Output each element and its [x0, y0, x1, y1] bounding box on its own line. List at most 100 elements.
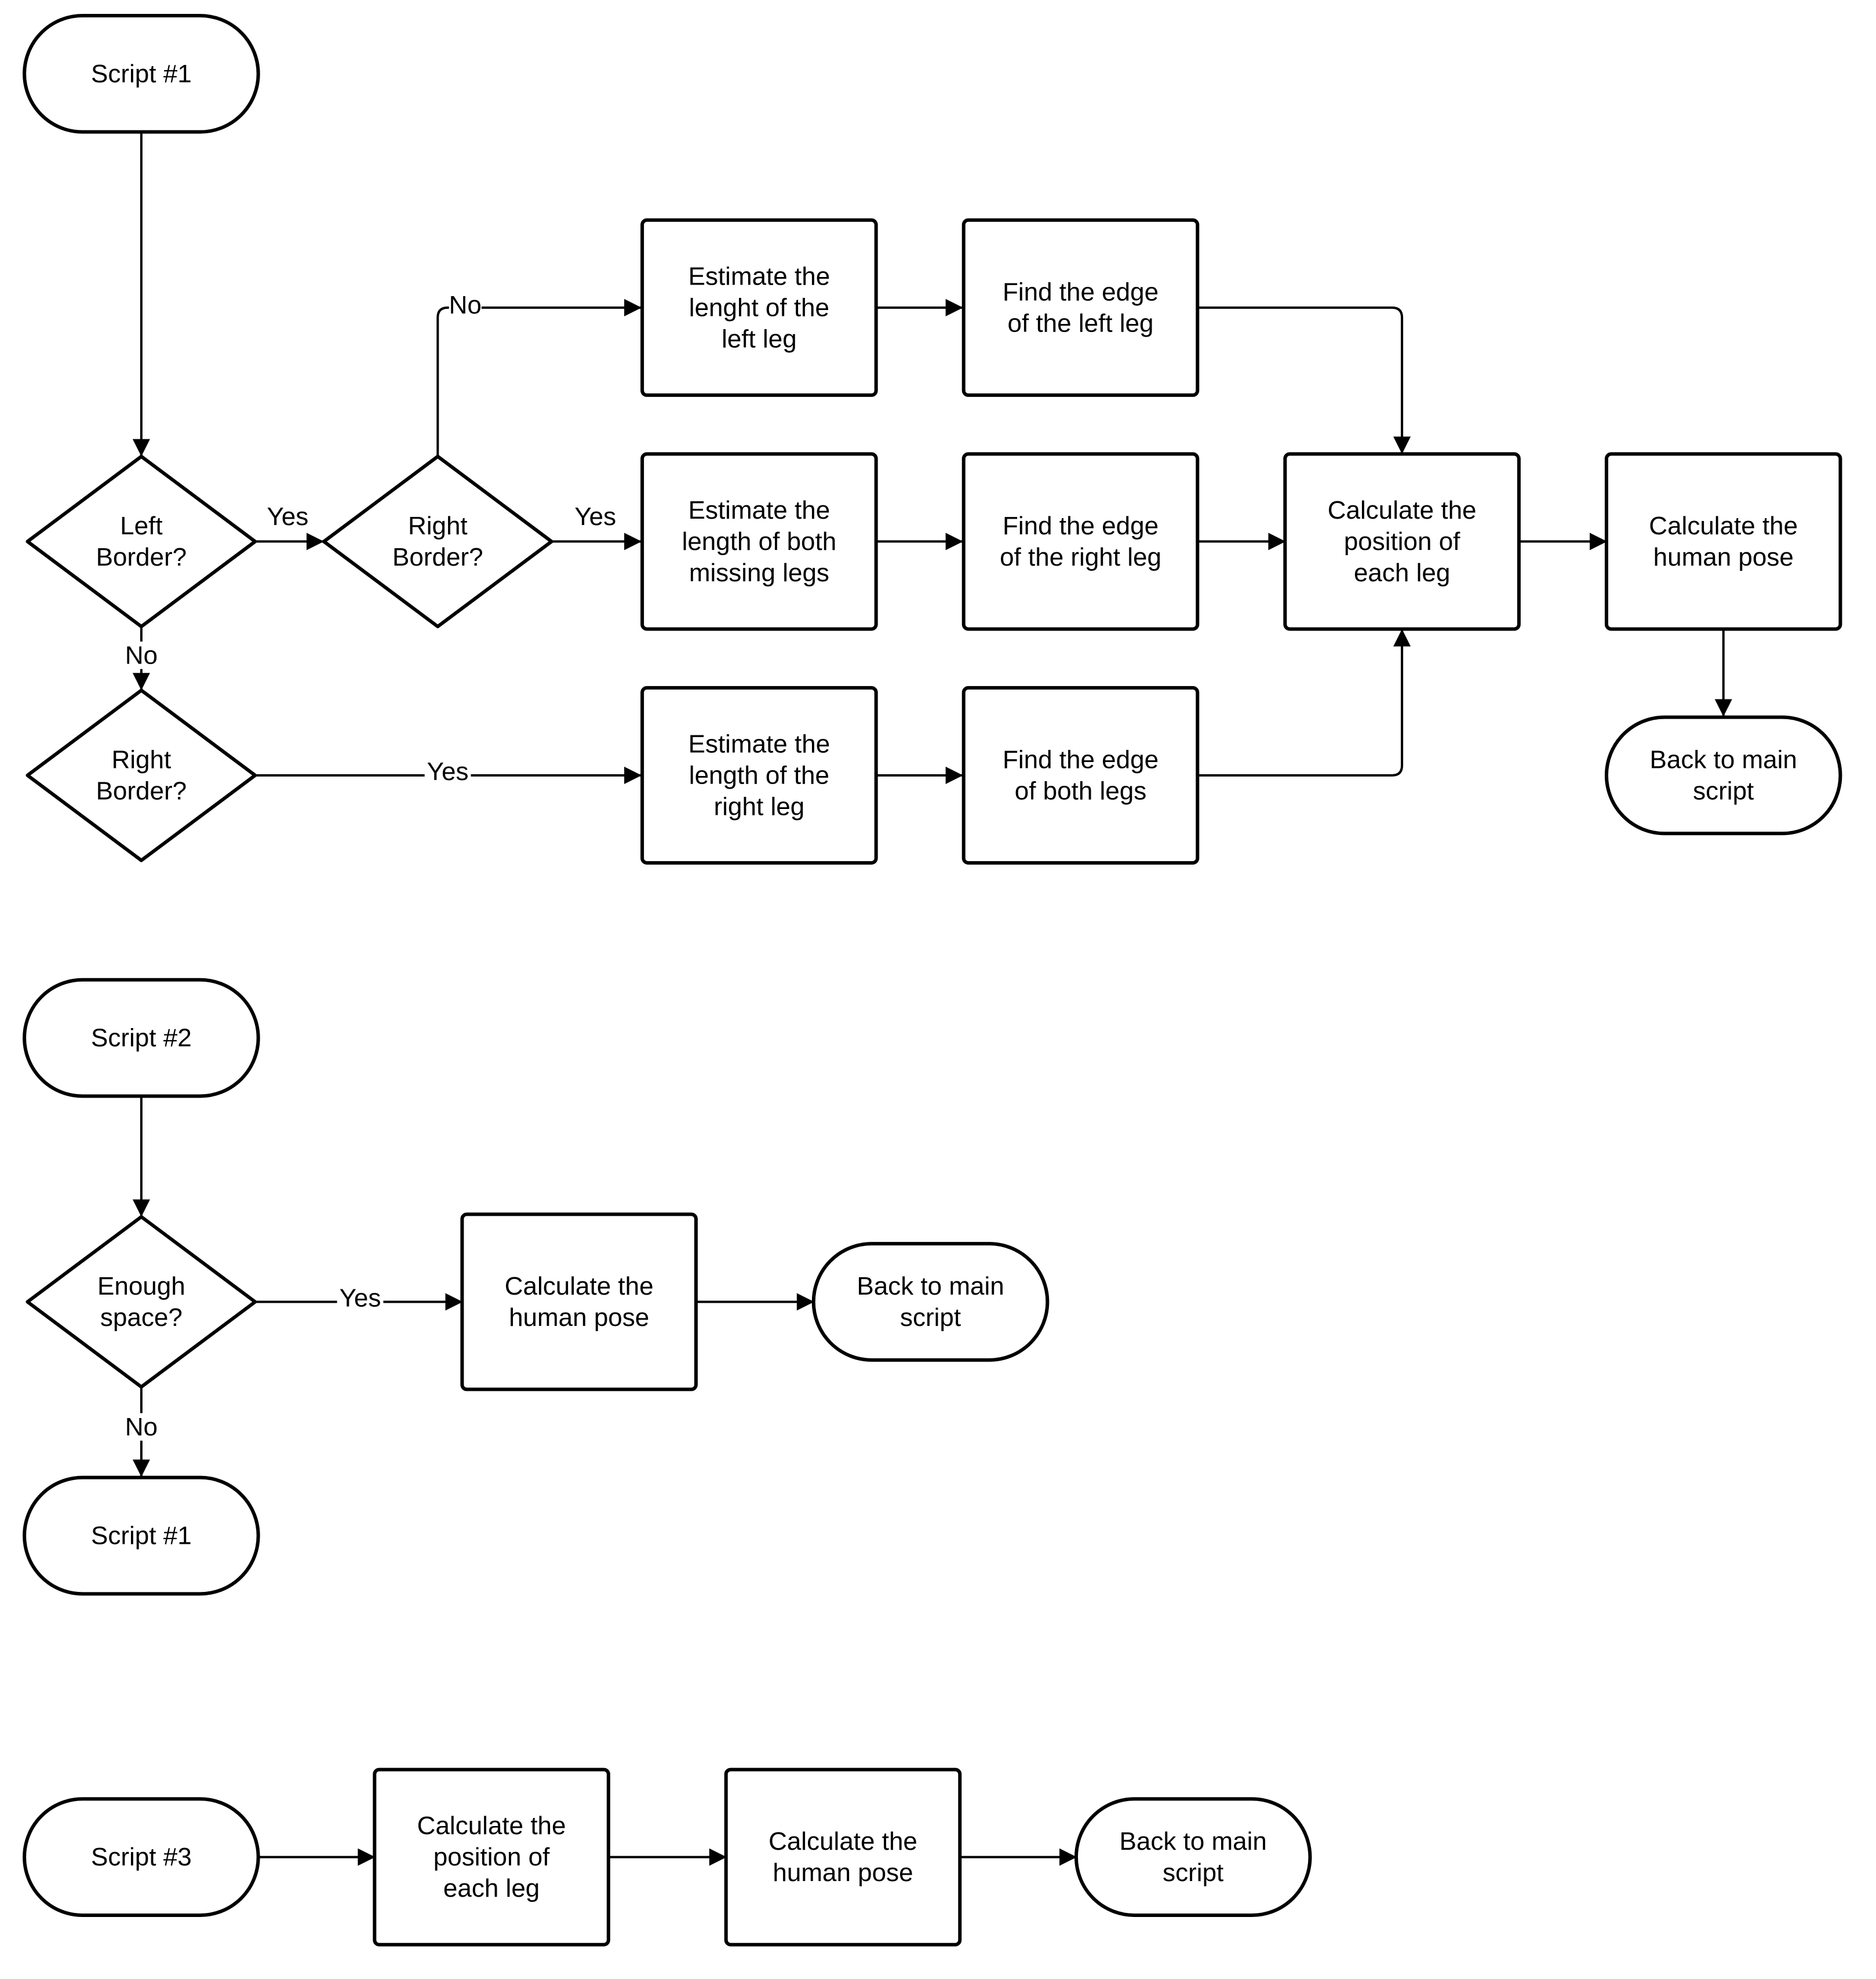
node-label-line: position of: [434, 1843, 550, 1871]
process-box: [1283, 452, 1521, 631]
process-box: [961, 452, 1200, 631]
node-s3-start: Script #3: [23, 1797, 260, 1917]
node-label-line: human pose: [509, 1303, 649, 1332]
edge-label-background: [449, 291, 482, 319]
node-label-line: position of: [1344, 527, 1460, 556]
edge-label-background: [125, 642, 158, 669]
process-box: [640, 452, 878, 631]
terminal-shape: [811, 1242, 1050, 1362]
edge-label: No: [449, 291, 482, 319]
node-s2-calc-pose: Calculate the human pose: [460, 1212, 698, 1391]
node-label-line: of the right leg: [1000, 543, 1161, 571]
edge-label: Yes: [574, 502, 616, 531]
node-label-line: Find the edge: [1003, 512, 1159, 540]
node-s1-edge-right: Find the edge of the right leg: [961, 452, 1200, 631]
node-label-line: Estimate the: [689, 262, 830, 290]
node-label-line: Border?: [392, 543, 483, 571]
node-label-line: each leg: [1354, 559, 1450, 587]
edge-label: Yes: [427, 757, 469, 786]
node-s2-start: Script #2: [23, 978, 260, 1098]
decision-diamond: [322, 454, 553, 629]
node-label-line: length of both: [682, 527, 837, 556]
node-label-line: Calculate the: [1328, 496, 1477, 524]
decision-diamond: [26, 1215, 257, 1389]
edge-label: No: [125, 641, 158, 669]
edge-label-group: Yes: [267, 502, 308, 531]
edge-label-group: Yes: [574, 502, 616, 531]
node-label-line: Script #2: [91, 1024, 192, 1052]
node-label-line: right leg: [714, 792, 805, 821]
node-label-line: Border?: [96, 777, 187, 805]
terminal-shape: [1074, 1797, 1312, 1917]
node-s1-start: Script #1: [23, 13, 260, 134]
edge-label-background: [337, 1284, 384, 1312]
process-box: [460, 1212, 698, 1391]
node-s1-edge-left: Find the edge of the left leg: [961, 218, 1200, 397]
node-label-line: Back to main: [1120, 1827, 1267, 1856]
node-s2-script1: Script #1: [23, 1475, 260, 1596]
node-label-line: Enough: [97, 1272, 185, 1300]
node-label-line: Right: [111, 745, 171, 774]
decision-diamond: [26, 454, 257, 629]
node-label-line: script: [1163, 1858, 1223, 1887]
edge-s1-edge-both-to-s1-calc-pos: [1197, 629, 1411, 777]
node-label-line: Calculate the: [417, 1812, 566, 1840]
node-s1-edge-both: Find the edge of both legs: [961, 686, 1200, 865]
edge-label-group: No: [449, 291, 482, 319]
edge-label: Yes: [267, 502, 308, 531]
node-label-line: human pose: [1653, 543, 1794, 571]
node-label-line: Find the edge: [1003, 278, 1159, 306]
node-label-line: Border?: [96, 543, 187, 571]
edges-layer: [132, 132, 1732, 1866]
edge-label-group: No: [125, 1413, 158, 1441]
process-box: [1604, 452, 1842, 631]
node-label-line: of the left leg: [1008, 309, 1154, 337]
edge-label: Yes: [340, 1284, 381, 1313]
node-label-line: Back to main: [857, 1272, 1004, 1300]
node-label-line: lenght of the: [689, 293, 829, 322]
decision-diamond: [26, 688, 257, 862]
node-label-line: script: [1693, 777, 1754, 805]
process-box: [961, 218, 1200, 397]
node-label-line: of both legs: [1015, 777, 1147, 805]
node-label-line: Script #1: [91, 60, 192, 88]
node-s1-calc-pos: Calculate the position of each leg: [1283, 452, 1521, 631]
terminal-shape: [23, 1797, 260, 1917]
node-label-line: Calculate the: [768, 1827, 917, 1856]
node-label-line: left leg: [722, 325, 797, 353]
terminal-shape: [1604, 715, 1842, 836]
edge-label-group: Yes: [337, 1284, 384, 1313]
node-label-line: each leg: [443, 1874, 540, 1903]
node-label-line: human pose: [773, 1858, 913, 1887]
node-s2-space: Enough space?: [26, 1215, 257, 1389]
edge-s1-right-a-to-s1-est-left: [436, 298, 642, 457]
edge-label-group: Yes: [424, 757, 471, 786]
node-s1-est-left: Estimate the lenght of the left leg: [640, 218, 878, 397]
node-label-line: length of the: [689, 761, 829, 789]
process-box: [373, 1767, 610, 1947]
terminal-shape: [23, 1475, 260, 1596]
nodes-layer: Script #1LeftBorder?RightBorder?RightBor…: [23, 13, 1842, 1947]
edge-s1-edge-left-to-s1-calc-pos: [1197, 306, 1411, 454]
node-label-line: Calculate the: [505, 1272, 654, 1300]
edge-label-group: No: [125, 641, 158, 669]
node-label-line: Right: [408, 512, 468, 540]
node-label-line: space?: [100, 1303, 183, 1332]
process-box: [640, 686, 878, 865]
node-label-line: Back to main: [1650, 745, 1797, 774]
process-box: [961, 686, 1200, 865]
edge-label-background: [424, 757, 471, 786]
terminal-shape: [23, 13, 260, 134]
edge-label-background: [125, 1413, 158, 1441]
node-label-line: Script #1: [91, 1522, 192, 1550]
node-label-line: Find the edge: [1003, 745, 1159, 774]
